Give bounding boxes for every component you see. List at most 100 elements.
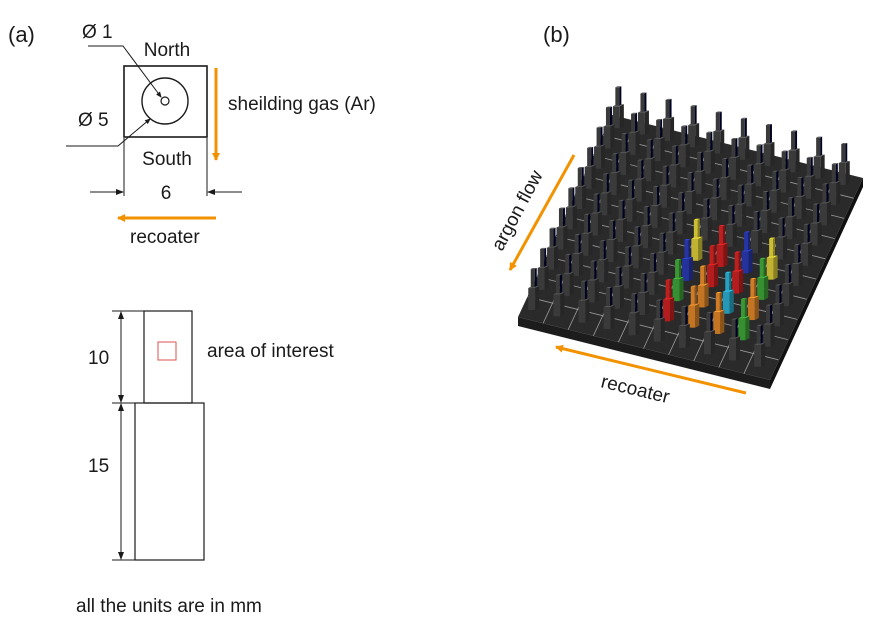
pillar [754,324,766,367]
pillar [694,151,706,194]
colored-pillar [741,231,753,274]
colored-pillar [691,218,703,261]
pillar [703,312,715,355]
outer-circle [141,77,189,125]
pillar [547,227,559,270]
pillar [528,268,540,311]
pillar [669,145,681,188]
pillar [710,178,722,221]
panel-a: (a) North South Ø 1 Ø 5 6 sheilding gas … [8,22,376,617]
inner-circle [160,96,170,106]
pillar [735,184,747,227]
outer-diameter-label: Ø 5 [78,110,109,131]
pillar [838,142,850,185]
pillar [587,260,599,303]
pillar [653,119,665,162]
pillar [612,86,624,129]
recoater-arrow-b [555,344,747,395]
pillar [685,172,697,215]
gas-arrow-label: sheilding gas (Ar) [228,94,376,115]
pillar [713,111,725,154]
pillar [590,193,602,236]
lower-height-value: 15 [88,456,109,477]
pillar [703,131,715,174]
pillar [804,156,816,199]
pillar [631,226,643,269]
pillar [556,207,568,250]
pillar [606,220,618,263]
pillar [688,105,700,148]
top-view-square [123,65,208,138]
colored-pillar [707,245,719,288]
pillar [616,199,628,242]
pillar [769,170,781,213]
plate-side-face [770,178,863,389]
pillar [763,304,775,347]
colored-pillar [672,259,684,302]
pillar [628,112,640,155]
pillar [537,247,549,290]
south-label: South [142,149,192,170]
pillar [791,243,803,286]
colored-pillar [738,298,750,341]
pillar [788,130,800,173]
pillar [584,146,596,189]
pillar [565,187,577,230]
colored-pillar [757,257,769,300]
inner-diameter-label: Ø 1 [82,22,113,43]
pillar [763,124,775,167]
pillar [738,117,750,160]
pillar [625,179,637,222]
colored-pillar [716,225,728,268]
colored-pillar [681,238,693,281]
argon-flow-label: argon flow [488,167,548,255]
top-view: North South Ø 1 Ø 5 6 [66,22,242,204]
pillar [578,280,590,323]
pillar [659,165,671,208]
pillar [572,233,584,276]
pillar [603,286,615,329]
pillar [628,293,640,336]
pillar [666,212,678,255]
pillar [813,136,825,179]
pillar [562,254,574,297]
pillar [729,318,741,361]
width-value: 6 [161,183,172,204]
north-label: North [144,40,190,61]
pillar [600,173,612,216]
colored-pillar [732,251,744,294]
pillar [575,167,587,210]
pillar [754,144,766,187]
colored-pillar [766,237,778,280]
units-note: all the units are in mm [76,596,262,617]
pillar [810,203,822,246]
pillar [750,211,762,254]
panel-b-label: (b) [543,22,570,47]
pillar [594,126,606,169]
pillar [663,98,675,141]
outer-diameter-leader [66,118,151,147]
colored-pillar [697,265,709,308]
pillar [612,266,624,309]
upper-block [143,310,193,404]
pillar [760,190,772,233]
recoater-label-a: recoater [130,227,200,248]
pillar [603,106,615,149]
pillar [779,150,791,193]
colored-pillar [663,279,675,322]
panel-b: (b) argon flow recoater [488,22,863,408]
pillar [581,213,593,256]
pillar [619,132,631,175]
pillar [553,274,565,317]
pillar [772,284,784,327]
pillar [644,139,656,182]
pillar [782,264,794,307]
pillar-array [528,86,850,367]
colored-pillar [722,271,734,314]
pillar [728,137,740,180]
pillar [801,223,813,266]
pillar [719,158,731,201]
pillar [675,192,687,235]
pillar [638,273,650,316]
